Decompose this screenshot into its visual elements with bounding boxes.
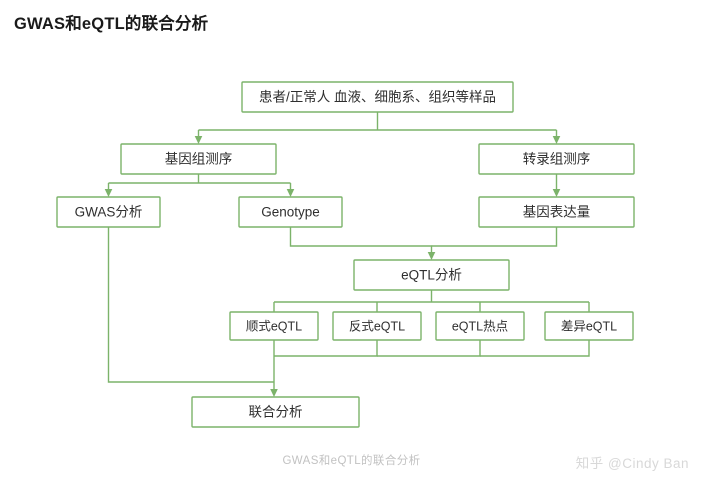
node-differential-eqtl[interactable]: 差异eQTL	[544, 311, 634, 341]
node-differential-eqtl-label: 差异eQTL	[561, 319, 617, 333]
node-gene-expression-label: 基因表达量	[523, 204, 591, 220]
arrow-to-genotype	[286, 189, 295, 197]
arrow-to-expression	[552, 189, 561, 197]
edge-gwas-joint	[107, 227, 274, 383]
node-sample[interactable]: 患者/正常人 血液、细胞系、组织等样品	[241, 81, 514, 113]
node-joint-analysis[interactable]: 联合分析	[191, 396, 360, 428]
flowchart-canvas: 患者/正常人 血液、细胞系、组织等样品 基因组测序 转录组测序 GWAS分析 G…	[56, 81, 635, 428]
node-eqtl-hotspot[interactable]: eQTL热点	[435, 311, 525, 341]
node-genome-sequencing[interactable]: 基因组测序	[120, 143, 277, 175]
arrow-to-gwas	[104, 189, 113, 197]
node-gwas-analysis[interactable]: GWAS分析	[56, 196, 161, 228]
node-cis-eqtl-label: 顺式eQTL	[246, 319, 302, 333]
arrow-to-joint	[270, 389, 278, 397]
node-transcriptome-sequencing-label: 转录组测序	[523, 152, 591, 167]
node-gene-expression[interactable]: 基因表达量	[478, 196, 635, 228]
watermark: 知乎 @Cindy Ban	[575, 456, 689, 471]
node-joint-analysis-label: 联合分析	[249, 405, 303, 420]
node-trans-eqtl-label: 反式eQTL	[349, 319, 405, 333]
node-eqtl-analysis[interactable]: eQTL分析	[353, 259, 510, 291]
node-layer: 患者/正常人 血液、细胞系、组织等样品 基因组测序 转录组测序 GWAS分析 G…	[56, 81, 635, 428]
edge-diff-down	[480, 340, 590, 357]
node-genotype-label: Genotype	[261, 205, 320, 220]
arrow-to-wgs	[194, 136, 203, 144]
edge-genotype-eqtl	[289, 227, 433, 254]
node-trans-eqtl[interactable]: 反式eQTL	[332, 311, 422, 341]
node-cis-eqtl[interactable]: 顺式eQTL	[229, 311, 319, 341]
node-eqtl-hotspot-label: eQTL热点	[452, 319, 508, 333]
arrow-to-rnaseq	[552, 136, 561, 144]
arrow-to-eqtl	[427, 252, 436, 260]
figure-caption: GWAS和eQTL的联合分析	[282, 455, 421, 467]
node-sample-label: 患者/正常人 血液、细胞系、组织等样品	[259, 89, 496, 105]
node-genome-sequencing-label: 基因组测序	[165, 151, 233, 167]
node-gwas-analysis-label: GWAS分析	[75, 205, 143, 220]
edge-trans-down	[274, 340, 378, 357]
node-genotype[interactable]: Genotype	[238, 196, 343, 228]
connector-layer	[104, 112, 590, 397]
node-eqtl-analysis-label: eQTL分析	[401, 268, 462, 283]
edge-hotspot-down	[377, 340, 481, 357]
page-title: GWAS和eQTL的联合分析	[14, 15, 209, 33]
edge-expression-eqtl	[431, 227, 558, 247]
node-transcriptome-sequencing[interactable]: 转录组测序	[478, 143, 635, 175]
